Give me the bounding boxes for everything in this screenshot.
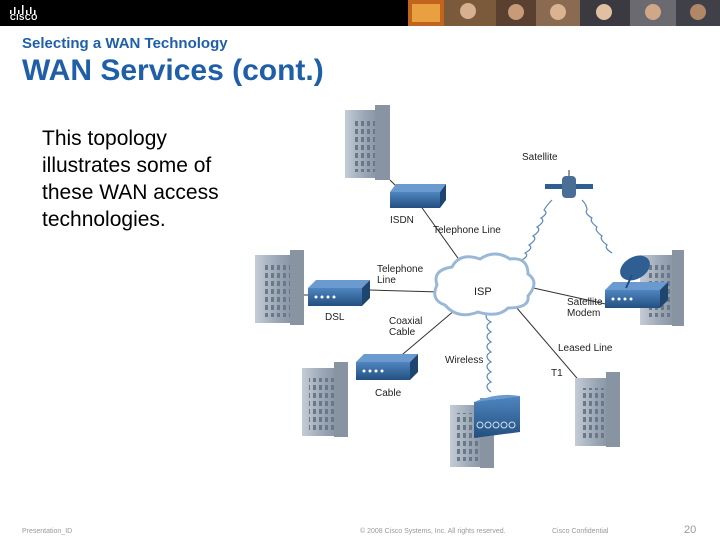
header-bar: CISCO xyxy=(0,0,720,26)
label-telephone-line-top: Telephone Line xyxy=(433,225,501,236)
cisco-logo: CISCO xyxy=(8,3,48,23)
building-bottom-left-icon xyxy=(302,362,348,437)
label-t1: T1 xyxy=(551,368,563,379)
footer-copyright: © 2008 Cisco Systems, Inc. All rights re… xyxy=(360,528,506,535)
label-isdn: ISDN xyxy=(390,215,414,226)
building-left-icon xyxy=(255,250,304,325)
satellite-modem-icon xyxy=(605,282,668,308)
label-satellite: Satellite xyxy=(522,152,558,163)
label-cable: Cable xyxy=(375,388,402,399)
label-dsl: DSL xyxy=(325,312,345,323)
satellite-dish-icon xyxy=(620,255,650,289)
satellite-icon xyxy=(545,170,593,198)
wireless-links xyxy=(485,199,613,393)
slide-subtitle: Selecting a WAN Technology xyxy=(22,35,228,52)
header-photo-strip xyxy=(408,0,720,26)
dsl-device-icon xyxy=(308,280,370,306)
isdn-device-icon xyxy=(390,184,446,208)
page-number: 20 xyxy=(684,524,697,536)
label-leased-line: Leased Line xyxy=(558,343,613,354)
label-isp: ISP xyxy=(474,286,492,298)
logo-text: CISCO xyxy=(10,13,38,22)
building-top-icon xyxy=(345,105,390,180)
cable-device-icon xyxy=(356,354,418,380)
isp-cloud-icon xyxy=(433,252,536,317)
footer-presentation-id: Presentation_ID xyxy=(22,528,73,535)
footer-confidential: Cisco Confidential xyxy=(552,528,609,535)
wireless-access-point-icon xyxy=(474,394,520,438)
body-text: This topology illustrates some of these … xyxy=(42,127,219,231)
building-bottom-right-icon xyxy=(575,372,620,447)
slide-title: WAN Services (cont.) xyxy=(22,54,324,87)
label-wireless: Wireless xyxy=(445,355,483,366)
